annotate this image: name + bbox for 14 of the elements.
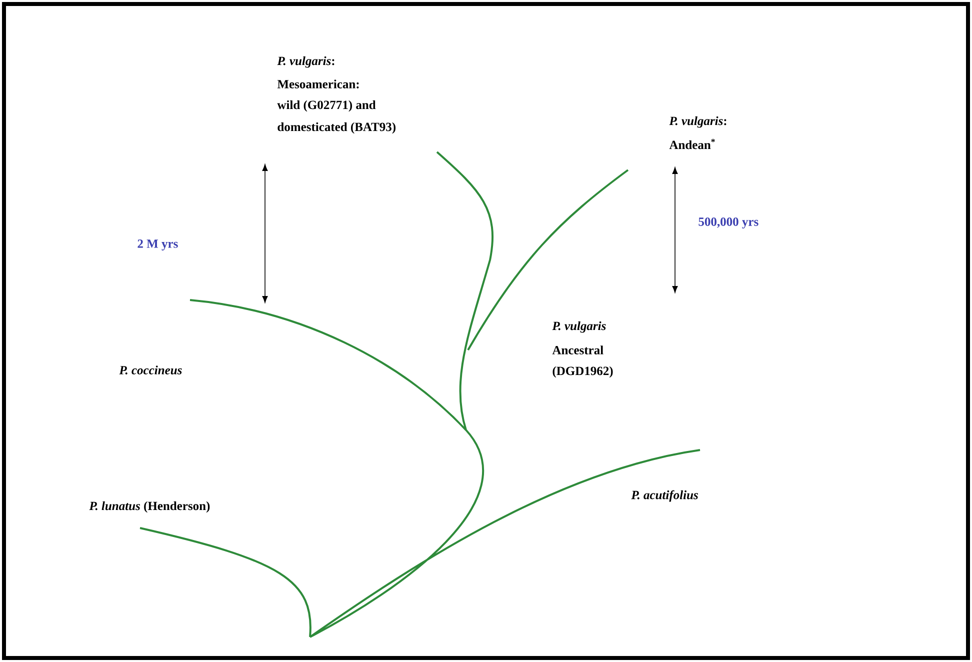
species-label: (DGD1962) [552, 366, 613, 378]
species-label: P. vulgaris [552, 321, 606, 333]
species-label: 2 M yrs [138, 240, 178, 250]
species-label: Mesoamerican: [277, 80, 359, 88]
species-label: P. vulgaris: [277, 56, 334, 68]
species-label: P. lunatus (Henderson) [89, 501, 210, 513]
species-label: P. acutifolius [631, 490, 698, 502]
species-label: Ancestral [552, 346, 604, 354]
species-label: wild (G02771) and [277, 100, 376, 112]
species-label: 500,000 yrs [698, 218, 758, 228]
species-label: domesticated (BAT93) [278, 122, 396, 134]
species-label: P. coccineus [119, 366, 182, 374]
species-label: P. vulgaris: [669, 116, 726, 128]
species-label: Andean$^{*}$ [669, 138, 715, 150]
